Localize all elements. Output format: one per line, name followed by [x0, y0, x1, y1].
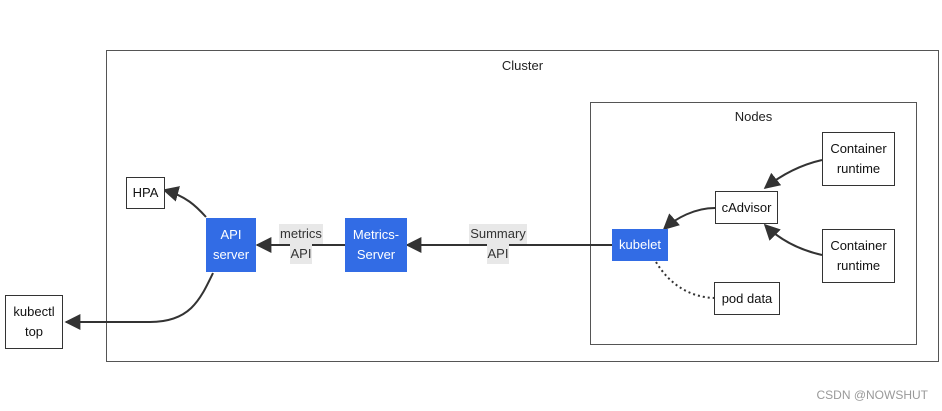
- edge-runtime1-cadvisor: [763, 159, 823, 189]
- edge-cadvisor-kubelet: [662, 207, 716, 231]
- summary-api-label-line2: API: [486, 244, 510, 264]
- cluster-title: Cluster: [501, 58, 544, 73]
- kubelet-node: kubelet: [612, 229, 668, 261]
- pod-data-node: pod data: [714, 282, 780, 315]
- metrics-api-label-line1: metrics: [279, 224, 323, 244]
- edge-runtime2-cadvisor: [763, 223, 823, 256]
- summary-api-label-line1: Summary: [469, 224, 527, 244]
- api-server-node: API server: [206, 218, 256, 272]
- edge-apiserver-kubectl: [64, 272, 214, 330]
- cluster-boundary: Cluster: [106, 50, 939, 362]
- hpa-node: HPA: [126, 177, 165, 209]
- metrics-api-label-line2: API: [289, 244, 313, 264]
- edge-kubelet-poddata: [655, 261, 715, 299]
- container-runtime-node-1: Container runtime: [822, 132, 895, 186]
- kubectl-top-node: kubectl top: [5, 295, 63, 349]
- edge-apiserver-hpa: [162, 186, 207, 218]
- nodes-title: Nodes: [734, 109, 773, 124]
- nodes-boundary: Nodes: [590, 102, 917, 345]
- summary-api-label: Summary API: [466, 224, 530, 264]
- metrics-api-label: metrics API: [274, 224, 328, 264]
- watermark: CSDN @NOWSHUT: [816, 388, 928, 402]
- cadvisor-node: cAdvisor: [715, 191, 778, 224]
- container-runtime-node-2: Container runtime: [822, 229, 895, 283]
- metrics-server-node: Metrics- Server: [345, 218, 407, 272]
